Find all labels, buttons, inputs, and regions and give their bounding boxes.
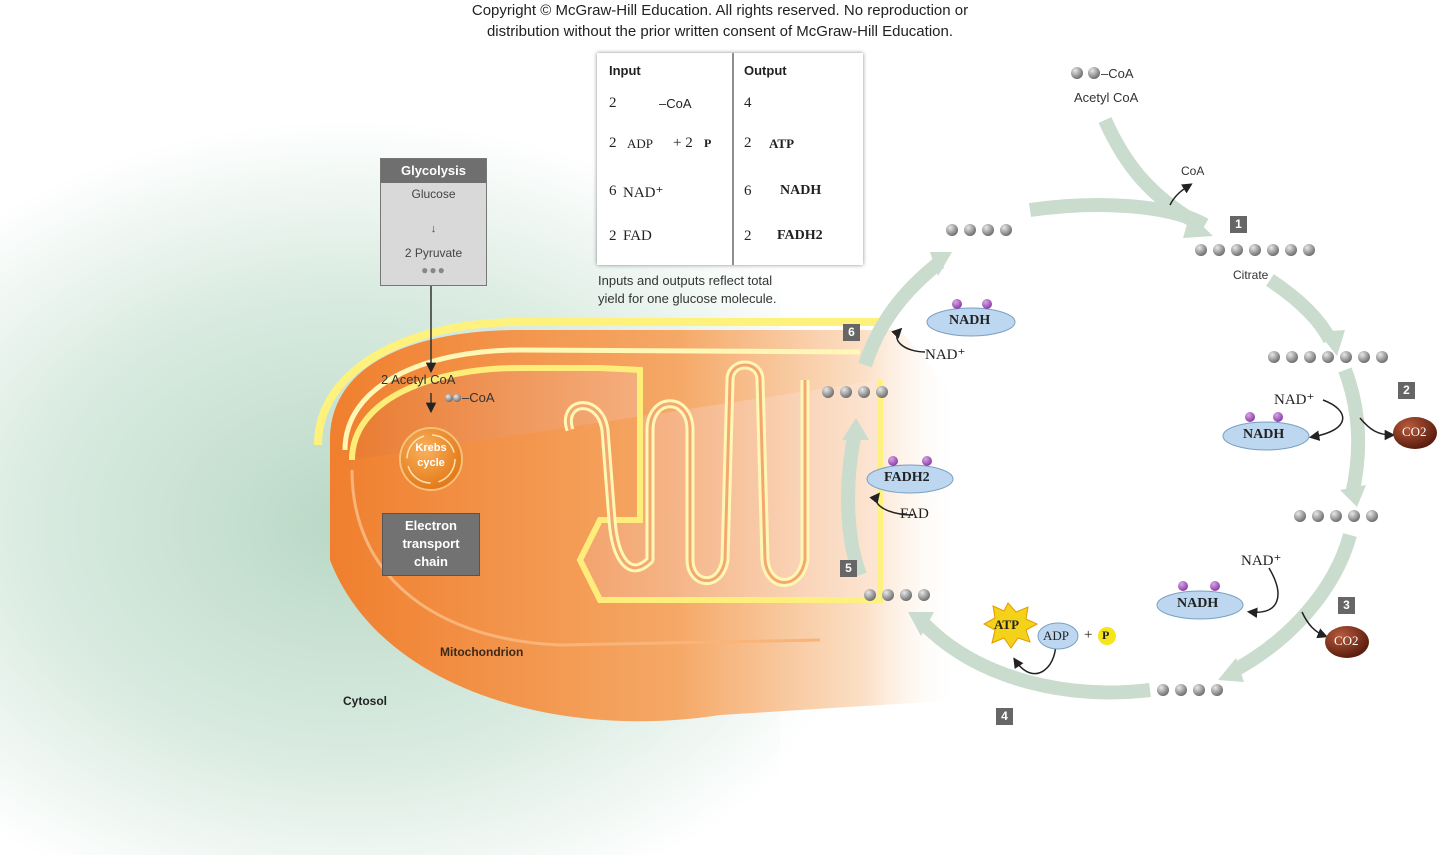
- copyright-line-1: Copyright © McGraw-Hill Education. All r…: [471, 2, 969, 19]
- output-count-fadh2: 2: [744, 228, 752, 244]
- input-label-fad: FAD: [623, 228, 652, 244]
- acetyl-coa-label: 2 Acetyl CoA: [381, 372, 456, 387]
- output-count-co2: 4: [744, 95, 752, 111]
- co2-label-step3: CO2: [1334, 633, 1359, 648]
- acetyl-coa-top-coa: –CoA: [1101, 66, 1134, 81]
- output-label-co2: CO2: [770, 97, 791, 109]
- glycolysis-title: Glycolysis: [381, 159, 486, 183]
- cytosol-label: Cytosol: [343, 694, 388, 708]
- input-label-adp: ADP: [627, 136, 654, 151]
- input-output-table: Input Output 2 –CoA 4 CO2 2 ADP + 2 P 2 …: [597, 53, 863, 265]
- pyruvate-label: 2 Pyruvate: [404, 246, 463, 260]
- nadh-label-step2: NADH: [1243, 427, 1285, 442]
- step-6-badge: 6: [843, 324, 860, 341]
- input-count-fad: 2: [609, 228, 617, 244]
- krebs-line-2: cycle: [417, 457, 445, 469]
- nad-plus-step2: NAD⁺: [1274, 392, 1315, 408]
- table-divider: [732, 53, 734, 265]
- nadh-label-step6: NADH: [949, 313, 991, 328]
- atp-production: [982, 602, 1116, 650]
- krebs-line-1: Krebs: [415, 442, 447, 454]
- input-count-acetyl: 2: [609, 95, 617, 111]
- mitochondrion-illustration: [314, 285, 960, 722]
- etc-line-1: Electron: [404, 518, 457, 533]
- citrate-label: Citrate: [1233, 268, 1269, 282]
- output-header: Output: [744, 63, 787, 78]
- copyright-line-2: distribution without the prior written c…: [486, 23, 954, 40]
- intermediate-carbons: [822, 224, 1388, 696]
- krebs-cycle-ball: [399, 427, 463, 491]
- atp-label: ATP: [994, 617, 1020, 632]
- step-2-badge: 2: [1398, 382, 1415, 399]
- input-label-p: P: [704, 136, 712, 150]
- reaction-arrows: [869, 183, 1396, 675]
- glycolysis-box: Glycolysis Glucose ↓ 2 Pyruvate ●●●: [380, 158, 487, 286]
- step-3-badge: 3: [1338, 597, 1355, 614]
- io-note-line-1: Inputs and outputs reflect total: [598, 273, 773, 288]
- p-label: P: [1102, 628, 1110, 642]
- acetyl-coa-top-name: Acetyl CoA: [1074, 90, 1139, 105]
- step-4-badge: 4: [996, 708, 1013, 725]
- input-label-nad: NAD⁺: [623, 185, 664, 201]
- output-count-nadh: 6: [744, 183, 752, 199]
- input-header: Input: [609, 63, 641, 78]
- output-label-atp: ATP: [769, 136, 795, 151]
- coa-small-label: –CoA: [462, 390, 495, 405]
- co2-label-step2: CO2: [1402, 424, 1427, 439]
- nadh-molecules: [866, 299, 1310, 620]
- nadh-label-step3: NADH: [1177, 596, 1219, 611]
- input-extra-p: + 2: [673, 135, 693, 151]
- io-note-line-2: yield for one glucose molecule.: [598, 291, 777, 306]
- mitochondrion-label: Mitochondrion: [440, 645, 524, 659]
- cycle-arrowheads: [842, 214, 1366, 682]
- plus-label: +: [1084, 627, 1093, 643]
- pyruvate-carbons: ●●●: [421, 263, 446, 277]
- fad-label: FAD: [900, 506, 929, 522]
- nad-plus-step3: NAD⁺: [1241, 553, 1282, 569]
- etc-line-3: chain: [414, 554, 448, 569]
- io-table-note: Inputs and outputs reflect total yield f…: [598, 272, 858, 308]
- adp-label: ADP: [1043, 628, 1070, 643]
- glycolysis-arrow-icon: ↓: [430, 223, 437, 235]
- co2-molecules: [1325, 417, 1437, 658]
- step-1-badge: 1: [1230, 216, 1247, 233]
- input-label-coa: –CoA: [659, 96, 692, 111]
- electron-transport-chain-box: Electron transport chain: [382, 513, 480, 576]
- input-count-nad: 6: [609, 183, 617, 199]
- nad-plus-step6: NAD⁺: [925, 347, 966, 363]
- output-label-nadh: NADH: [780, 183, 822, 198]
- etc-line-2: transport: [402, 536, 460, 551]
- coa-release-label: CoA: [1181, 164, 1205, 178]
- glucose-label: Glucose: [411, 187, 456, 201]
- copyright-notice: Copyright © McGraw-Hill Education. All r…: [0, 0, 1440, 42]
- output-label-fadh2: FADH2: [777, 228, 823, 243]
- krebs-cycle-label: Krebs cycle: [408, 441, 454, 471]
- step-5-badge: 5: [840, 560, 857, 577]
- output-count-atp: 2: [744, 135, 752, 151]
- fadh2-label: FADH2: [884, 470, 930, 485]
- input-count-adp: 2: [609, 135, 617, 151]
